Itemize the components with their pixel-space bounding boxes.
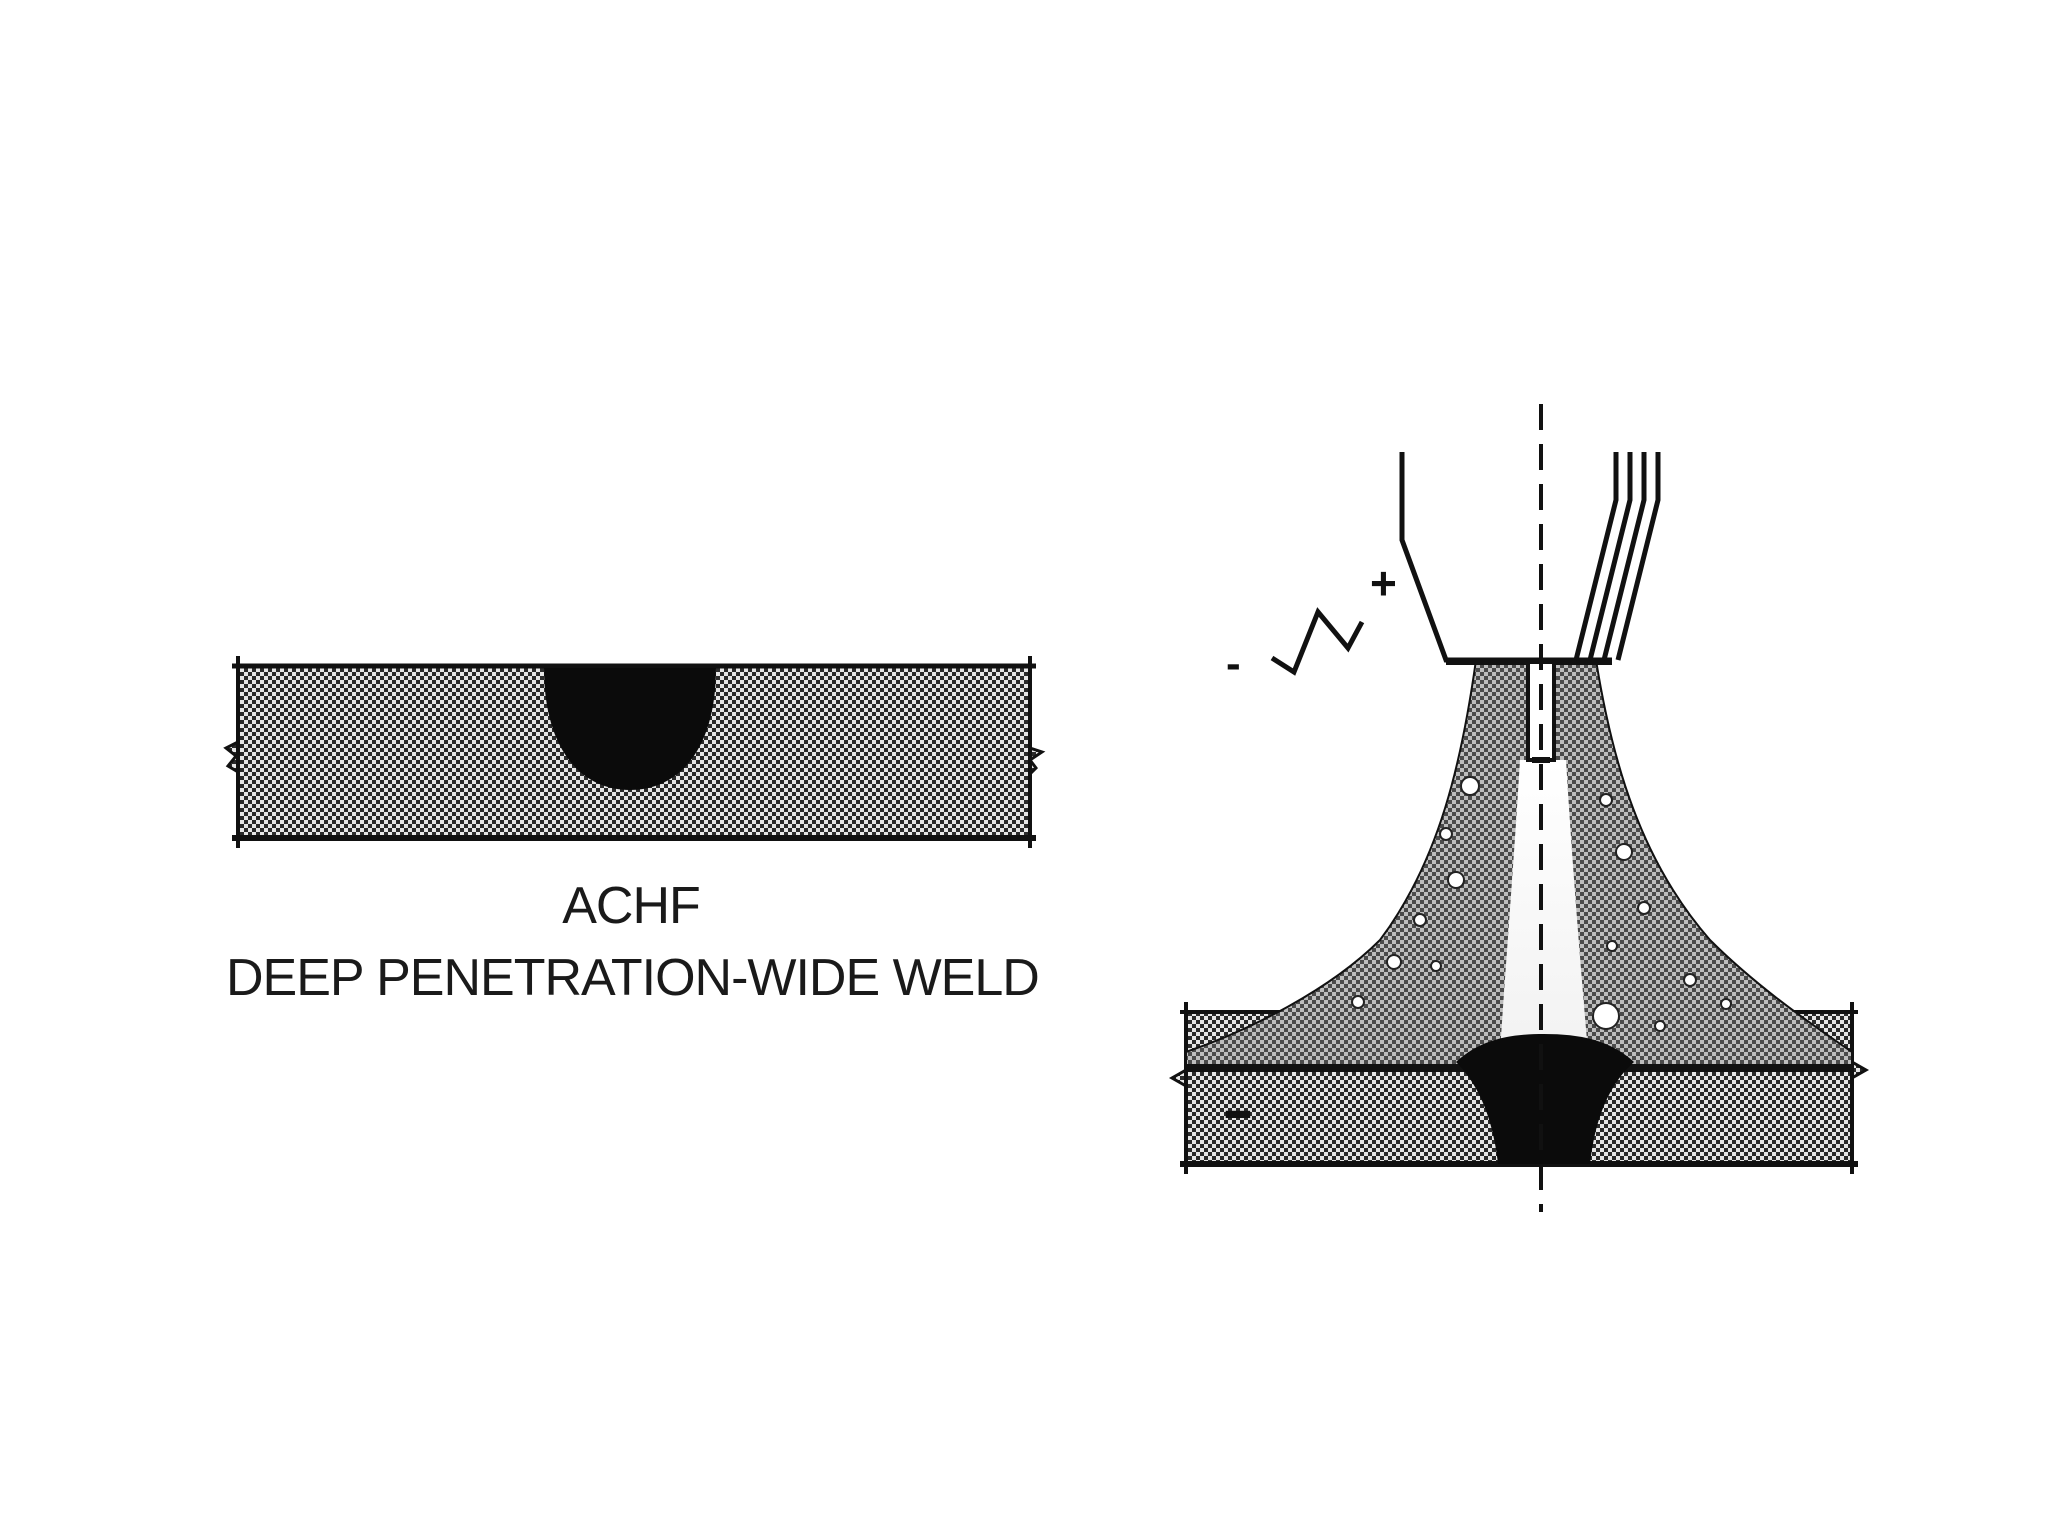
torch-cup-stripes bbox=[1573, 452, 1661, 661]
right-assembly bbox=[1168, 404, 1870, 1212]
left-plate-group bbox=[223, 656, 1046, 848]
polarity-positive-label: + bbox=[1370, 557, 1397, 609]
arc-bubbles bbox=[1351, 776, 1732, 1032]
caption-process-type: ACHF bbox=[562, 877, 701, 935]
left-weld-bead bbox=[544, 668, 716, 790]
right-weld-bead bbox=[1456, 1034, 1634, 1164]
torch-nozzle bbox=[1399, 452, 1612, 663]
arc-core-column bbox=[1500, 760, 1588, 1052]
workpiece-sign-label: - bbox=[1222, 1076, 1254, 1143]
ac-wave-icon bbox=[1270, 607, 1365, 676]
caption-description: DEEP PENETRATION-WIDE WELD bbox=[226, 949, 1040, 1007]
polarity-negative-label: - bbox=[1226, 639, 1241, 688]
